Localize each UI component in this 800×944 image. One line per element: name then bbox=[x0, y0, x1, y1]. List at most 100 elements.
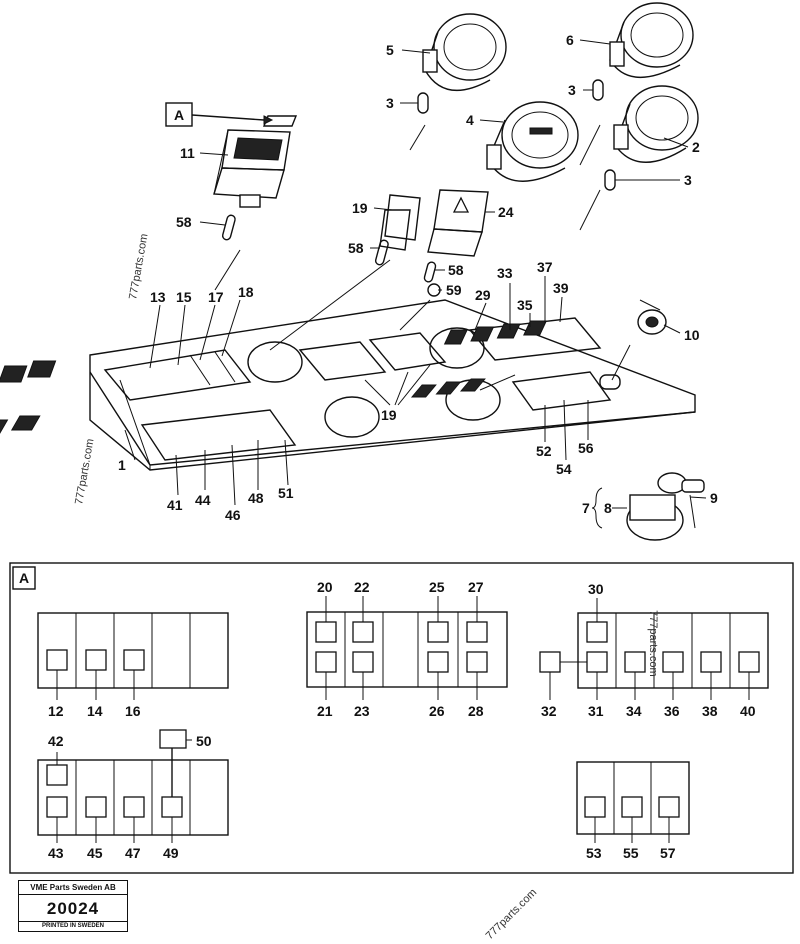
callout-34: 34 bbox=[626, 703, 642, 719]
gauge-2 bbox=[613, 85, 699, 163]
callout-58c: 58 bbox=[448, 262, 464, 278]
switch-11 bbox=[213, 129, 291, 208]
callout-15: 15 bbox=[176, 289, 192, 305]
icon-25 bbox=[427, 621, 449, 643]
icon-57 bbox=[658, 796, 680, 818]
icon-55 bbox=[621, 796, 643, 818]
callout-52: 52 bbox=[536, 443, 552, 459]
icon-38 bbox=[700, 651, 722, 673]
icon-27 bbox=[466, 621, 488, 643]
callout-19a: 19 bbox=[352, 200, 368, 216]
callout-16: 16 bbox=[125, 703, 141, 719]
callout-26: 26 bbox=[429, 703, 445, 719]
part-plate: VME Parts Sweden AB 20024 PRINTED IN SWE… bbox=[18, 880, 128, 932]
callout-11: 11 bbox=[180, 145, 195, 161]
leader-lines bbox=[124, 39, 707, 529]
gauge-5 bbox=[422, 13, 507, 92]
icon-12 bbox=[46, 649, 68, 671]
callout-31: 31 bbox=[588, 703, 604, 719]
callout-38: 38 bbox=[702, 703, 718, 719]
callout-57: 57 bbox=[660, 845, 676, 861]
callout-49: 49 bbox=[163, 845, 179, 861]
callout-14: 14 bbox=[87, 703, 103, 719]
callout-12: 12 bbox=[48, 703, 64, 719]
icon-42 bbox=[46, 764, 68, 786]
icon-28 bbox=[466, 651, 488, 673]
panel-12-16 bbox=[37, 612, 229, 700]
icon-21 bbox=[315, 651, 337, 673]
callout-3a: 3 bbox=[386, 95, 394, 111]
callout-48: 48 bbox=[248, 490, 264, 506]
callout-8: 8 bbox=[604, 500, 612, 516]
callout-54: 54 bbox=[556, 461, 572, 477]
callout-22: 22 bbox=[354, 579, 370, 595]
callout-5: 5 bbox=[386, 42, 394, 58]
gauge-6 bbox=[609, 2, 694, 78]
bulb-3c bbox=[604, 169, 616, 191]
callout-10: 10 bbox=[684, 327, 700, 343]
callout-7: 7 bbox=[582, 500, 590, 516]
callout-18: 18 bbox=[238, 284, 254, 300]
callout-55: 55 bbox=[623, 845, 639, 861]
detail-a-tag bbox=[12, 566, 36, 590]
bulb-3b bbox=[592, 79, 604, 101]
icon-34 bbox=[624, 651, 646, 673]
callout-45: 45 bbox=[87, 845, 103, 861]
detail-marker-label: A bbox=[174, 107, 184, 123]
bulb-58a bbox=[221, 214, 236, 241]
panel-53-57 bbox=[576, 761, 690, 843]
callout-47: 47 bbox=[125, 845, 141, 861]
callout-58b: 58 bbox=[348, 240, 364, 256]
icon-53 bbox=[584, 796, 606, 818]
switch-19 bbox=[379, 194, 421, 251]
callout-42: 42 bbox=[48, 733, 64, 749]
callout-35: 35 bbox=[517, 297, 533, 313]
arrow-a bbox=[191, 114, 265, 121]
callout-4: 4 bbox=[466, 112, 474, 128]
callout-37: 37 bbox=[537, 259, 553, 275]
detail-a-frame bbox=[9, 562, 794, 874]
callout-20: 20 bbox=[317, 579, 333, 595]
plate-printed: PRINTED IN SWEDEN bbox=[19, 921, 127, 930]
callout-13: 13 bbox=[150, 289, 166, 305]
plate-company: VME Parts Sweden AB bbox=[19, 881, 127, 895]
dashboard-panel bbox=[0, 299, 696, 471]
callout-27: 27 bbox=[468, 579, 484, 595]
gauge-4 bbox=[486, 101, 579, 182]
ring-10 bbox=[637, 309, 667, 335]
plate-number: 20024 bbox=[46, 899, 100, 918]
icon-47 bbox=[123, 796, 145, 818]
callout-51: 51 bbox=[278, 485, 294, 501]
callout-32: 32 bbox=[541, 703, 557, 719]
callout-43: 43 bbox=[48, 845, 64, 861]
callout-21: 21 bbox=[317, 703, 333, 719]
detail-a-label: A bbox=[19, 570, 29, 586]
icon-31 bbox=[586, 651, 608, 673]
watermark-1: 777parts.com bbox=[127, 233, 150, 301]
callout-3c: 3 bbox=[684, 172, 692, 188]
callout-24: 24 bbox=[498, 204, 514, 220]
bulb-58b bbox=[374, 239, 389, 266]
bulb-58c bbox=[423, 261, 437, 283]
bulb-3a bbox=[417, 92, 429, 114]
watermark-2: 777parts.com bbox=[73, 438, 96, 506]
icon-23 bbox=[352, 651, 374, 673]
callout-17: 17 bbox=[208, 289, 224, 305]
icon-36 bbox=[662, 651, 684, 673]
callout-9: 9 bbox=[710, 490, 718, 506]
callout-1: 1 bbox=[118, 457, 126, 473]
icon-22 bbox=[352, 621, 374, 643]
panel-42-50 bbox=[37, 729, 229, 843]
callout-28: 28 bbox=[468, 703, 484, 719]
icon-40 bbox=[738, 651, 760, 673]
icon-30 bbox=[586, 621, 608, 643]
ignition-switch bbox=[626, 472, 705, 541]
panel-20-28 bbox=[306, 596, 508, 700]
icon-16 bbox=[123, 649, 145, 671]
callout-39: 39 bbox=[553, 280, 569, 296]
callout-29: 29 bbox=[475, 287, 491, 303]
switch-24 bbox=[427, 189, 489, 257]
callout-6: 6 bbox=[566, 32, 574, 48]
callout-36: 36 bbox=[664, 703, 680, 719]
